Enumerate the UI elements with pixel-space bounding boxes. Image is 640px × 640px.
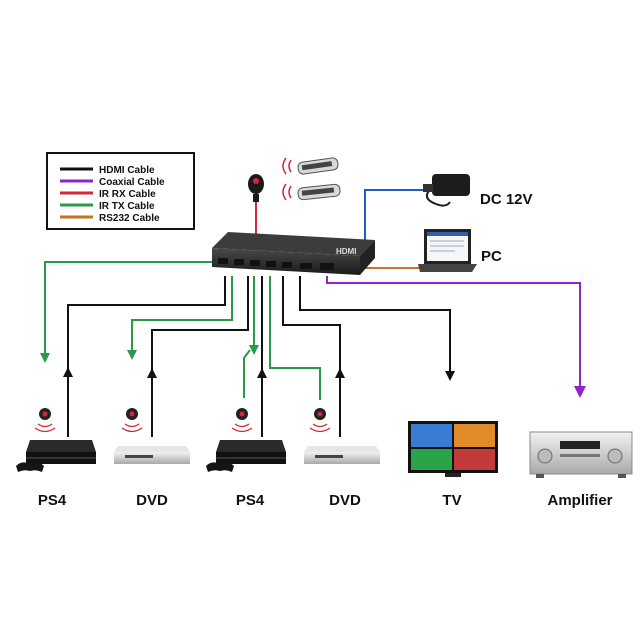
switch-side	[360, 240, 375, 275]
amplifier-icon	[529, 431, 633, 478]
power-label: DC 12V	[480, 191, 533, 208]
controller-icon	[16, 462, 44, 472]
hdmi-cable-ps4-left	[67, 276, 226, 437]
ir-receiver-icon	[248, 174, 264, 202]
device-label-dvd-left: DVD	[136, 492, 168, 509]
ir-tx-cable-1	[40, 261, 238, 363]
ps4-console-right	[206, 440, 286, 472]
switch-top	[212, 232, 375, 256]
switch-logo: HDMI	[336, 247, 356, 256]
controller-icon	[206, 462, 234, 472]
legend-item-rs232: RS232 Cable	[60, 213, 160, 224]
ir-emitter-icon	[121, 408, 143, 433]
ir-emitter-icon	[34, 408, 56, 433]
device-label-dvd-right: DVD	[329, 492, 361, 509]
hdmi-cable-dvd-right	[282, 276, 341, 437]
legend-label: RS232 Cable	[99, 213, 160, 224]
power-cable	[364, 189, 430, 248]
legend-item-ir-tx: IR TX Cable	[60, 201, 155, 212]
legend-label: IR TX Cable	[99, 201, 155, 212]
ir-tx-cable-4	[269, 276, 321, 400]
legend-item-coaxial: Coaxial Cable	[60, 177, 165, 188]
ps4-console-left	[16, 440, 96, 472]
dvd-player-right	[304, 446, 380, 464]
coaxial-cable	[326, 276, 586, 398]
legend-label: HDMI Cable	[99, 165, 155, 176]
device-label-tv: TV	[442, 492, 461, 509]
dvd-player-left	[114, 446, 190, 464]
tv-icon	[408, 421, 498, 477]
hdmi-cable-dvd-left	[151, 276, 249, 437]
legend-label: Coaxial Cable	[99, 177, 165, 188]
hdmi-switch: HDMI	[212, 232, 375, 275]
laptop-icon	[418, 229, 477, 272]
device-label-ps4-right: PS4	[236, 492, 265, 509]
ir-emitter-icon	[231, 408, 253, 433]
hdmi-cable-tv	[299, 276, 455, 381]
legend-item-hdmi: HDMI Cable	[60, 165, 155, 176]
remote-control-icon	[282, 157, 341, 201]
ir-tx-cable-3b	[243, 349, 251, 398]
device-label-ps4-left: PS4	[38, 492, 67, 509]
legend: HDMI Cable Coaxial Cable IR RX Cable IR …	[46, 152, 195, 230]
device-label-amplifier: Amplifier	[547, 492, 612, 509]
legend-item-ir-rx: IR RX Cable	[60, 189, 156, 200]
ir-tx-cable-2	[127, 276, 233, 360]
legend-label: IR RX Cable	[99, 189, 156, 200]
power-adapter-icon	[423, 174, 470, 207]
switch-ports	[218, 258, 334, 270]
pc-label: PC	[481, 248, 502, 265]
ir-emitter-icon	[309, 408, 331, 433]
